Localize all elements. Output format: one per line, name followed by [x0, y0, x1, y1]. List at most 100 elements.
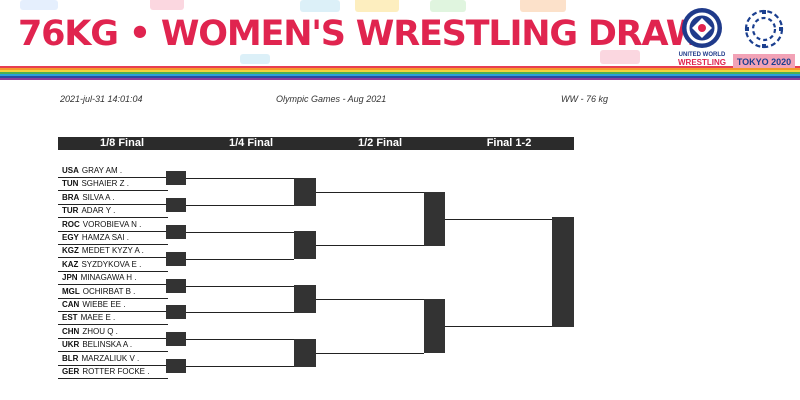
result-box	[294, 231, 316, 260]
wrestler-name: SILVA A .	[82, 192, 115, 202]
decoration-shape	[430, 0, 466, 12]
country-code: BRA	[62, 192, 80, 202]
bracket-line	[186, 232, 294, 233]
result-box	[294, 338, 316, 367]
wrestler-name: HAMZA SAI .	[81, 233, 130, 242]
decoration-shape	[150, 0, 184, 10]
wrestler-name: OCHIRBAT B .	[82, 286, 136, 296]
result-box	[166, 251, 186, 266]
country-code: EGY	[62, 233, 79, 242]
wrestler-name: ZHOU Q .	[82, 326, 118, 336]
country-code: KGZ	[62, 246, 79, 256]
bracket-line	[186, 366, 294, 367]
page-title: 76KG • WOMEN'S WRESTLING DRAW	[18, 14, 704, 54]
tokyo-2020-logo: TOKYO 2020	[731, 4, 797, 70]
country-code: CAN	[62, 300, 80, 309]
country-code: CHN	[62, 326, 80, 336]
timestamp: 2021-jul-31 14:01:04	[60, 94, 143, 104]
bracket-line	[316, 191, 424, 193]
country-code: GER	[62, 367, 80, 376]
country-code: BLR	[62, 353, 79, 363]
country-code: TUR	[62, 206, 79, 216]
country-code: JPN	[62, 273, 78, 283]
result-box	[424, 298, 445, 353]
decoration-shape	[240, 54, 270, 64]
svg-text:TOKYO 2020: TOKYO 2020	[737, 57, 791, 67]
wrestler-name: MAEE E .	[80, 313, 116, 323]
wrestler-name: MARZALIUK V .	[81, 353, 140, 363]
wrestler-name: ADAR Y .	[81, 206, 116, 216]
result-box	[552, 217, 574, 328]
result-box	[166, 305, 186, 320]
wrestler-name: WIEBE EE .	[82, 300, 126, 309]
wrestler-name: BELINSKA A .	[82, 340, 133, 350]
bracket-line	[186, 339, 294, 341]
wrestler-name: MEDET KYZY A .	[81, 246, 144, 256]
round-header-final: Final 1-2	[444, 137, 574, 150]
country-code: MGL	[62, 286, 80, 296]
country-code: ROC	[62, 219, 80, 229]
bracket-line	[445, 325, 552, 327]
result-box	[294, 285, 316, 313]
svg-text:WRESTLING: WRESTLING	[678, 58, 726, 67]
round-header-1-8: 1/8 Final	[58, 137, 186, 150]
country-code: USA	[62, 166, 79, 175]
round-header-1-4: 1/4 Final	[186, 137, 316, 150]
result-box	[166, 225, 186, 239]
bracket-line	[186, 285, 294, 287]
wrestler-name: MINAGAWA H .	[80, 273, 137, 283]
bracket-line	[186, 258, 294, 260]
round-header-1-2: 1/2 Final	[316, 137, 444, 150]
country-code: TUN	[62, 179, 79, 189]
wrestler-name: VOROBIEVA N .	[82, 219, 142, 229]
bracket-line	[316, 352, 424, 354]
bracket-line	[186, 312, 294, 314]
decoration-shape	[355, 0, 399, 12]
wrestler-name: SGHAIER Z .	[81, 179, 130, 189]
result-box	[166, 359, 186, 373]
weight-category: WW - 76 kg	[561, 94, 609, 104]
result-box	[424, 191, 445, 246]
event-name: Olympic Games - Aug 2021	[276, 94, 387, 104]
bracket-line	[186, 205, 294, 207]
header-banner: 76KG • WOMEN'S WRESTLING DRAW UNITED WOR…	[0, 0, 800, 80]
decoration-shape	[300, 0, 340, 12]
country-code: KAZ	[62, 259, 79, 269]
color-stripes	[0, 66, 800, 80]
country-code: EST	[62, 313, 78, 323]
country-code: UKR	[62, 340, 80, 350]
bracket-line	[445, 218, 552, 220]
bracket-line	[316, 299, 424, 300]
wrestler-name: ROTTER FOCKE .	[82, 367, 150, 376]
result-box	[294, 177, 316, 206]
uww-logo: UNITED WORLD WRESTLING	[676, 6, 728, 68]
decoration-shape	[520, 0, 566, 12]
svg-text:UNITED WORLD: UNITED WORLD	[679, 52, 726, 58]
bracket-line	[186, 178, 294, 180]
bracket-line	[316, 245, 424, 247]
result-box	[166, 332, 186, 347]
decoration-shape	[20, 0, 58, 10]
result-box	[166, 198, 186, 213]
wrestler-name: GRAY AM .	[81, 166, 123, 175]
decoration-shape	[600, 50, 640, 64]
wrestler-name: SYZDYKOVA E .	[81, 259, 142, 269]
result-box	[166, 171, 186, 186]
result-box	[166, 278, 186, 293]
